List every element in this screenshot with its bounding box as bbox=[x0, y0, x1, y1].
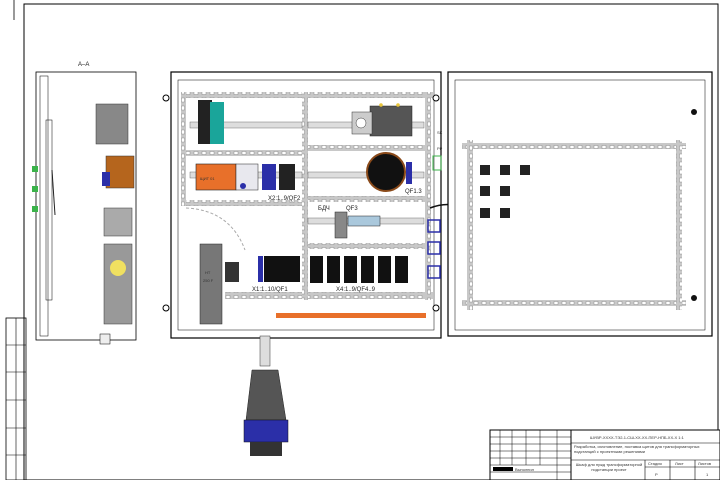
label-x2: X2:1..9/QF2 bbox=[268, 196, 301, 202]
label-nt-sub: 250 F bbox=[203, 278, 214, 283]
breakers-qf4-9 bbox=[310, 256, 408, 283]
label-x1: X1:1..10/QF1 bbox=[252, 287, 288, 293]
stage-value: Р bbox=[655, 472, 658, 477]
label-qf3: QF3 bbox=[346, 206, 358, 212]
side-stamp bbox=[5, 317, 27, 480]
fan-icon bbox=[366, 152, 406, 192]
cabinet-door bbox=[447, 71, 713, 337]
label-x4: X4:1..9/QF4..9 bbox=[336, 287, 376, 293]
gland-icon bbox=[427, 265, 441, 279]
indicator-green-icon bbox=[32, 206, 38, 212]
label-sk: SK bbox=[437, 130, 443, 135]
signed-label: Выполнил bbox=[515, 467, 535, 472]
indicator-green-icon bbox=[32, 166, 38, 172]
device-label: ЩИТ 01 bbox=[200, 176, 215, 181]
gland-icon bbox=[427, 241, 441, 255]
sheets-label: Листов bbox=[698, 461, 711, 466]
power-supply-module bbox=[198, 100, 212, 144]
orange-device bbox=[195, 163, 237, 191]
description: Разработка, изготовление, поставка щитов… bbox=[574, 444, 700, 454]
controller-module bbox=[369, 105, 413, 137]
terminal-block-x1 bbox=[258, 256, 300, 282]
terminal-bar bbox=[276, 313, 426, 318]
drawing-code: ШУВР-ХХХХ-ТЭ2-1-СШ-ХХ-ХХ-ПЕР-НПБ-ХХ-Х 1:… bbox=[590, 435, 685, 440]
label-nt: НТ bbox=[205, 270, 211, 275]
section-label: А–А bbox=[78, 62, 89, 68]
label-bdch: БДЧ bbox=[318, 206, 330, 212]
sheets-value: 1 bbox=[706, 472, 709, 477]
gland-icon bbox=[432, 155, 442, 171]
stage-label: Стадия bbox=[648, 461, 662, 466]
door-switches bbox=[480, 165, 530, 218]
sheet-label: Лист bbox=[675, 461, 684, 466]
power-plug bbox=[243, 335, 289, 456]
label-qf13: QF1.3 bbox=[405, 189, 422, 195]
sheet-frame bbox=[23, 3, 719, 480]
indicator-green-icon bbox=[32, 186, 38, 192]
side-view bbox=[32, 71, 137, 345]
drawing-name: Шкаф для нужд трансформаторной подстанци… bbox=[575, 462, 643, 472]
cabinet-mounting-panel: ЩИТ 01 X2:1..9/QF2 QF1.3 БДЧ QF3 НТ 250 … bbox=[162, 71, 471, 339]
label-pp: PP bbox=[437, 146, 443, 151]
gland-icon bbox=[427, 219, 441, 233]
title-block: Выполнил ШУВР-ХХХХ-ТЭ2-1-СШ-ХХ-ХХ-ПЕР-НП… bbox=[489, 429, 720, 480]
transformer-nt bbox=[199, 243, 223, 325]
